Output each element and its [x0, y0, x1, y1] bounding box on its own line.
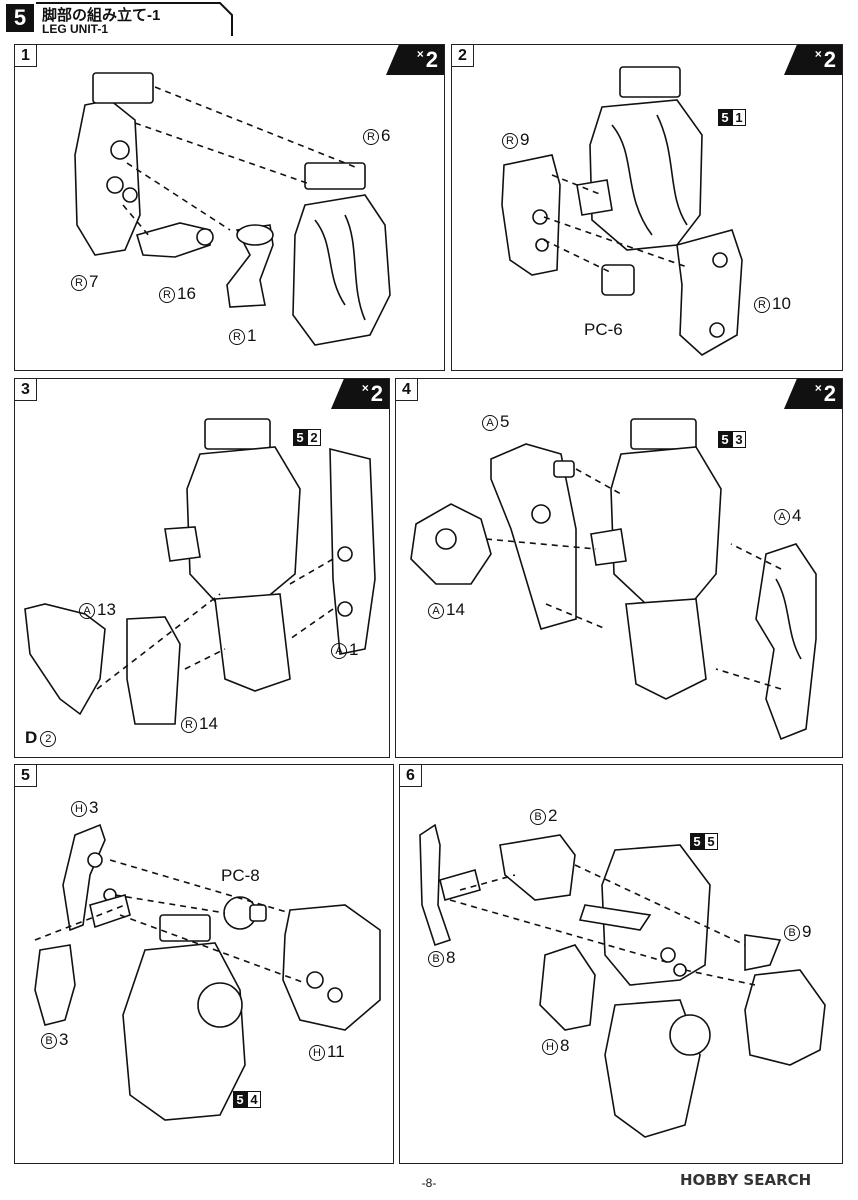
- header-subtitle: LEG UNIT-1: [42, 22, 109, 36]
- step-number: 4: [396, 379, 418, 401]
- assembly-drawing: [419, 823, 826, 1138]
- step-number: 1: [15, 45, 37, 67]
- multiplier-badge: ×2: [784, 379, 842, 409]
- page-number: -8-: [421, 1176, 437, 1190]
- assembly-drawing: [410, 418, 817, 741]
- header-title: 脚部の組み立て-1: [42, 7, 161, 24]
- assembly-drawing: [74, 72, 391, 346]
- assembly-drawing: [501, 66, 743, 356]
- header-rule: [36, 2, 233, 36]
- step-number: 2: [452, 45, 474, 67]
- step-number: 6: [400, 765, 422, 787]
- assembly-drawing: [34, 823, 381, 1121]
- assembly-drawing: [24, 418, 376, 725]
- watermark: HOBBY SEARCH: [680, 1171, 812, 1189]
- part-label-pc6: PC-6: [584, 320, 623, 339]
- part-label-pc8: PC-8: [221, 866, 260, 885]
- header-step-box: 5: [6, 4, 34, 32]
- step-number: 3: [15, 379, 37, 401]
- step-number: 5: [15, 765, 37, 787]
